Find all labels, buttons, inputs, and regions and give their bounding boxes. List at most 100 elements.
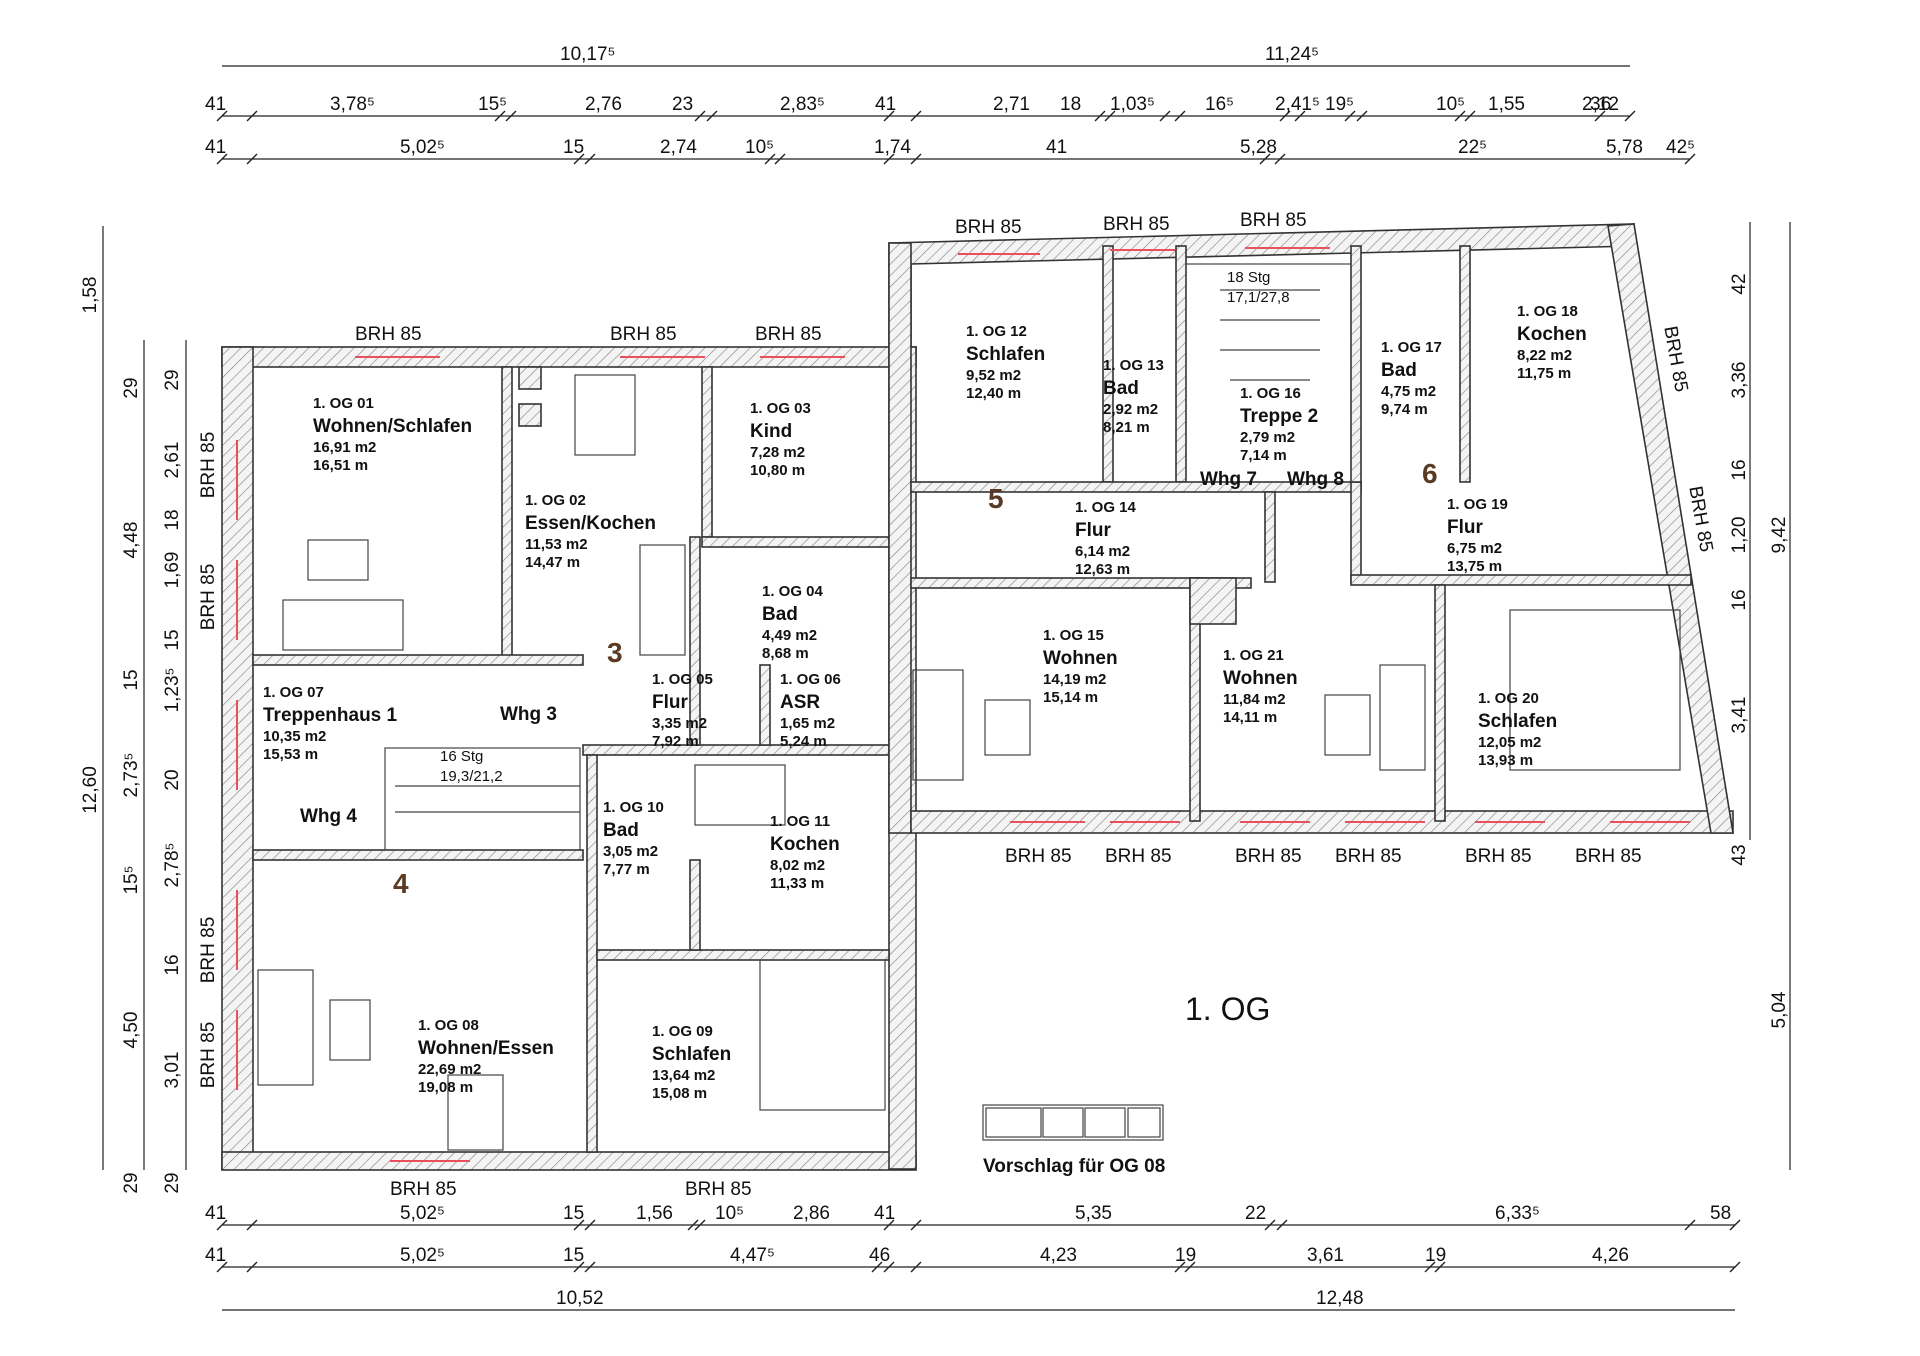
dimension-tick [883, 1261, 895, 1273]
dimension-value: 2,41⁵ [1275, 94, 1320, 115]
room-area: 16,91 m2 [313, 439, 376, 456]
drawing-caption: Vorschlag für OG 08 [983, 1156, 1165, 1177]
room-number: 1. OG 08 [418, 1017, 479, 1034]
dimension-value: 22⁵ [1458, 137, 1487, 158]
room-number: 1. OG 16 [1240, 385, 1301, 402]
unit-number: 4 [393, 868, 409, 899]
room-area: 14,19 m2 [1043, 671, 1106, 688]
room-number: 1. OG 10 [603, 799, 664, 816]
dimension-value: 1,20 [1729, 517, 1750, 554]
dimension-tick [1684, 1219, 1696, 1231]
dimension-value: 3,61 [1307, 1245, 1344, 1266]
dimension-value: 15 [121, 669, 142, 690]
room-perimeter: 19,08 m [418, 1079, 473, 1096]
dimension-value: 15⁵ [478, 94, 507, 115]
dimension-tick [1294, 110, 1306, 122]
dimension-tick [216, 153, 228, 165]
dimension-value: 18 [1060, 94, 1081, 115]
dimension-tick [1264, 1219, 1276, 1231]
room-name: Flur [652, 692, 688, 713]
dimension-tick [910, 110, 922, 122]
dimension-tick [1174, 110, 1186, 122]
dimension-value: 5,02⁵ [400, 1245, 445, 1266]
room-name: Schlafen [966, 344, 1045, 365]
room-perimeter: 11,75 m [1517, 365, 1571, 382]
dimension-value: 2,74 [660, 137, 697, 158]
dimension-tick [246, 153, 258, 165]
dimension-value: 4,50 [121, 1012, 142, 1049]
dimension-value: 10,17⁵ [560, 44, 615, 65]
dimension-value: 2,61 [162, 442, 183, 479]
room-name: ASR [780, 692, 820, 713]
window-sill-label: BRH 85 [1005, 846, 1072, 867]
dimension-value: 12,48 [1316, 1288, 1364, 1309]
room-number: 1. OG 14 [1075, 499, 1137, 516]
dimension-value: 1,74 [874, 137, 911, 158]
room-area: 6,75 m2 [1447, 540, 1502, 557]
dimension-tick [584, 1219, 596, 1231]
room-perimeter: 15,14 m [1043, 689, 1098, 706]
dimension-value: 41 [205, 1203, 226, 1224]
furniture [257, 374, 1681, 1151]
dimension-tick [1624, 110, 1636, 122]
dimension-value: 42 [1729, 273, 1750, 294]
stair-ratio: 19,3/21,2 [440, 768, 503, 785]
dimension-lines [102, 65, 1791, 1311]
dimension-tick [883, 1219, 895, 1231]
dimension-value: 5,78 [1606, 137, 1643, 158]
dimension-tick [706, 110, 718, 122]
dimension-value: 3,36 [1729, 362, 1750, 399]
room-number: 1. OG 18 [1517, 303, 1578, 320]
dimension-value: 2,73⁵ [121, 753, 142, 798]
room-perimeter: 16,51 m [313, 457, 368, 474]
room-perimeter: 15,08 m [652, 1085, 707, 1102]
window-sill-label: BRH 85 [955, 217, 1022, 238]
unit-number: 3 [607, 637, 623, 668]
room-number: 1. OG 04 [762, 583, 824, 600]
room-area: 11,53 m2 [525, 536, 588, 553]
dimension-tick [246, 1219, 258, 1231]
dimension-value: 23 [672, 94, 693, 115]
dimension-tick [1434, 1261, 1446, 1273]
room-name: Flur [1075, 520, 1111, 541]
dimension-value: 18 [162, 509, 183, 530]
room-perimeter: 5,24 m [780, 733, 827, 750]
room-perimeter: 10,80 m [750, 462, 805, 479]
room-number: 1. OG 20 [1478, 690, 1539, 707]
dimension-value: 5,02⁵ [400, 137, 445, 158]
dimension-value: 2,76 [585, 94, 622, 115]
room-area: 1,65 m2 [780, 715, 835, 732]
room-perimeter: 8,21 m [1103, 419, 1150, 436]
dimension-tick [1184, 1261, 1196, 1273]
dimension-value: 15 [563, 1245, 584, 1266]
dimension-tick [764, 153, 776, 165]
room-name: Wohnen [1223, 668, 1298, 689]
room-perimeter: 15,53 m [263, 746, 318, 763]
apartment-label: Whg 7 [1200, 469, 1257, 490]
room-number: 1. OG 15 [1043, 627, 1104, 644]
dimension-tick [1276, 1219, 1288, 1231]
room-number: 1. OG 19 [1447, 496, 1508, 513]
dimension-tick [216, 1261, 228, 1273]
dimension-tick [1729, 1261, 1741, 1273]
windows [236, 247, 1690, 1162]
dimension-value: 3,41 [1729, 697, 1750, 734]
room-name: Kochen [770, 834, 840, 855]
room-name: Bad [762, 604, 798, 625]
room-perimeter: 8,68 m [762, 645, 809, 662]
dimension-value: 19⁵ [1325, 94, 1354, 115]
room-number: 1. OG 11 [770, 813, 830, 830]
dimension-value: 41 [1046, 137, 1067, 158]
dimension-tick [687, 1219, 699, 1231]
dimension-value: 1,03⁵ [1110, 94, 1155, 115]
dimension-value: 5,35 [1075, 1203, 1112, 1224]
room-area: 2,79 m2 [1240, 429, 1295, 446]
dimension-tick [1104, 110, 1116, 122]
dimension-tick [573, 1219, 585, 1231]
dimension-value: 4,23 [1040, 1245, 1077, 1266]
dimension-value: 15 [563, 1203, 584, 1224]
dimension-value: 16 [162, 954, 183, 975]
dimension-value: 36 [1590, 94, 1611, 115]
unit-number: 6 [1422, 458, 1438, 489]
room-name: Treppenhaus 1 [263, 705, 398, 726]
